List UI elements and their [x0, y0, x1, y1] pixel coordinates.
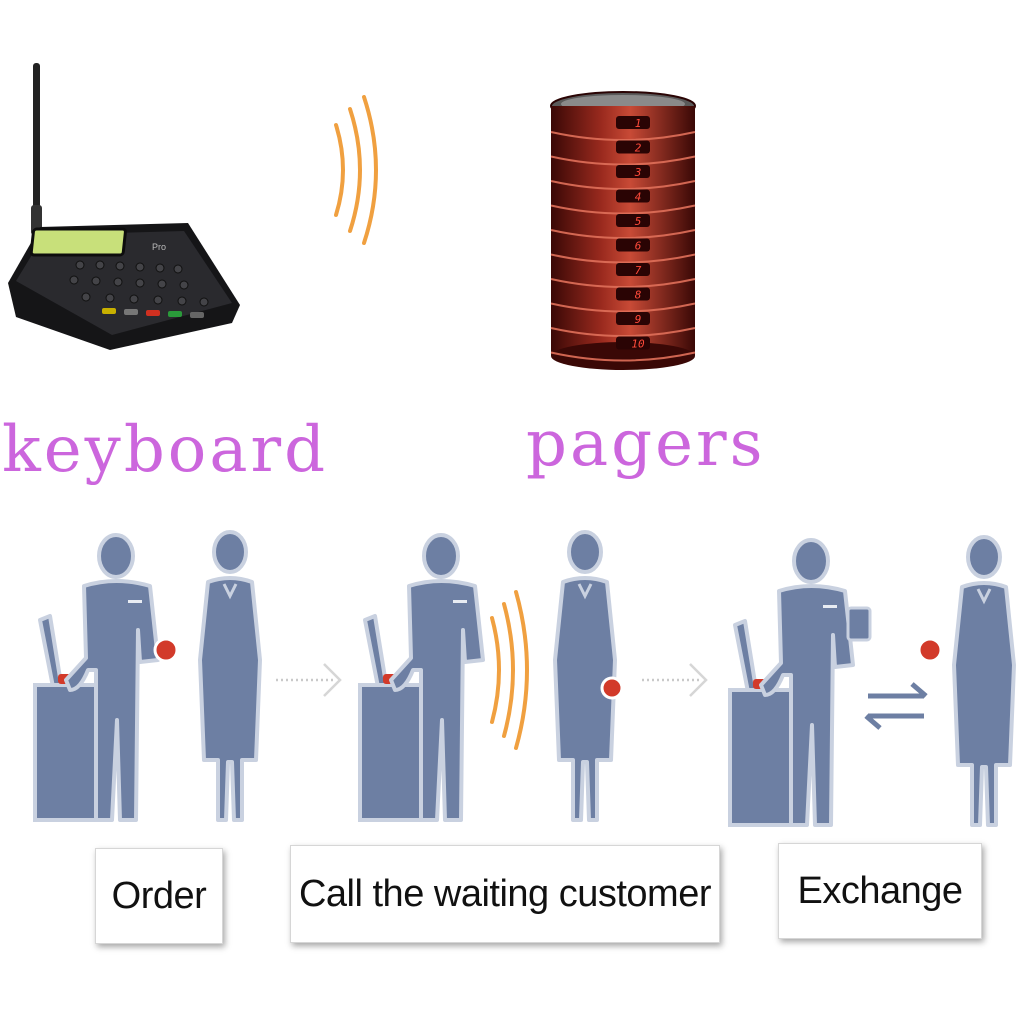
arrow-right-icon	[274, 662, 342, 698]
pager-led-window	[616, 140, 650, 154]
pager-ring	[550, 351, 696, 362]
keyboard-screen-text: Pro	[152, 242, 166, 252]
pager-led-window	[616, 116, 650, 129]
pager-number: 3	[634, 166, 642, 179]
pager-icon	[846, 606, 872, 642]
pager-number: 5	[635, 215, 642, 228]
pager-ring	[550, 278, 696, 288]
arrow-right-icon	[640, 662, 708, 698]
step-label-exchange: Exchange	[778, 843, 982, 939]
step-order-figures	[33, 530, 262, 822]
pager-led-window	[616, 263, 650, 276]
pager-number: 7	[635, 264, 642, 277]
step-label-order: Order	[95, 848, 223, 944]
pager-led-window	[616, 189, 650, 203]
signal-wave-icon	[334, 95, 378, 245]
pager-number: 1	[635, 117, 642, 130]
pager-icon	[600, 676, 624, 700]
swap-arrows-icon	[864, 682, 928, 730]
pager-ring	[550, 253, 696, 264]
step-label-call: Call the waiting customer	[290, 845, 720, 943]
pager-number: 2	[635, 142, 642, 155]
pager-icon	[917, 637, 943, 663]
pager-ring	[550, 327, 696, 337]
pager-icon	[153, 637, 179, 663]
pager-ring	[550, 302, 696, 313]
signal-wave-icon	[490, 590, 529, 750]
pager-number: 4	[635, 191, 642, 204]
pager-led-window	[616, 287, 650, 301]
keyboard-label: keyboard	[2, 413, 329, 487]
pager-number: 9	[635, 313, 642, 326]
pager-number: 8	[635, 289, 642, 302]
pager-ring	[550, 131, 696, 141]
pager-led-window	[616, 238, 650, 252]
pager-led-window	[616, 312, 650, 325]
step-call-figures	[358, 530, 624, 822]
keyboard-device: Pro	[8, 63, 240, 350]
pager-ring	[550, 229, 696, 239]
pager-ring	[550, 204, 696, 215]
pager-led-window	[616, 214, 650, 227]
antenna-icon	[31, 63, 42, 235]
pager-number: 6	[635, 240, 642, 253]
pager-ring	[550, 180, 696, 190]
pager-led-window	[616, 165, 650, 178]
pager-stack: 1 2 3 4 5 6 7 8 9 10	[550, 91, 696, 370]
pager-ring	[550, 155, 696, 166]
pagers-label: pagers	[526, 407, 766, 481]
pager-led-window	[616, 336, 650, 350]
pager-number: 10	[631, 338, 645, 351]
step-exchange-figures	[728, 535, 1016, 827]
process-diagram	[33, 530, 1016, 827]
